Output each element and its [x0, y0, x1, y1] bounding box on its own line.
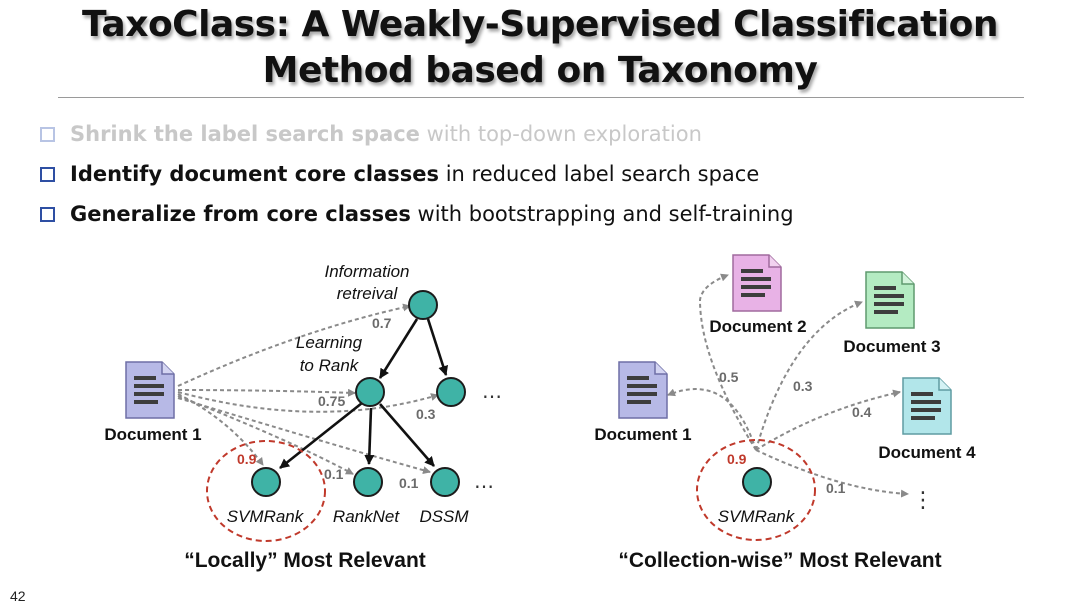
label-document-2: Document 2: [709, 317, 806, 336]
arrow-to-document-3: [755, 300, 863, 451]
label-document-1-right: Document 1: [594, 425, 691, 444]
arrow-to-sibling: [177, 391, 439, 413]
label-information: Information: [324, 262, 409, 281]
score-document-2: 0.5: [719, 369, 739, 385]
title-divider: [58, 97, 1024, 98]
right-caption: “Collection-wise” Most Relevant: [618, 549, 941, 572]
arrow-to-document-2: [698, 273, 757, 451]
score-ranknet: 0.1: [324, 466, 344, 482]
score-center: 0.9: [727, 451, 747, 467]
node-ranknet: [353, 467, 383, 497]
bullet-list: Shrink the label search space with top-d…: [40, 114, 794, 234]
svmrank-highlight-circle: [206, 440, 326, 542]
arrow-to-document-1: [667, 388, 757, 451]
score-more-documents: 0.1: [826, 480, 846, 496]
slide-title: TaxoClass: A Weakly-Supervised Classific…: [0, 2, 1080, 94]
bullet-bold-text: Generalize from core classes: [70, 202, 411, 226]
ellipsis-level-1: …: [482, 379, 502, 403]
title-line-1: TaxoClass: A Weakly-Supervised Classific…: [82, 4, 998, 45]
checkbox-bullet-icon: [40, 206, 55, 222]
left-caption: “Locally” Most Relevant: [184, 549, 426, 572]
label-document-3: Document 3: [843, 337, 940, 356]
node-learning-to-rank: [355, 377, 385, 407]
node-svmrank: [251, 467, 281, 497]
arrow-to-ranknet: [177, 395, 354, 475]
vertical-ellipsis: ⋮: [912, 488, 934, 513]
document-1-icon: [125, 361, 175, 419]
left-diagram: Information retreival Learning to Rank S…: [104, 262, 502, 572]
score-info-retrieval: 0.7: [372, 315, 392, 331]
arrow-to-info-retrieval: [177, 303, 411, 387]
bullet-item-shrink: Shrink the label search space with top-d…: [40, 114, 794, 154]
arrow-to-dssm: [177, 397, 431, 475]
bullet-bold-text: Identify document core classes: [70, 162, 440, 186]
label-to-rank: to Rank: [300, 356, 360, 375]
score-learning-to-rank: 0.75: [318, 393, 345, 409]
bullet-item-generalize: Generalize from core classes with bootst…: [40, 194, 794, 234]
node-sibling: [436, 377, 466, 407]
score-dssm: 0.1: [399, 475, 419, 491]
label-document-4: Document 4: [878, 443, 976, 462]
node-dssm: [430, 467, 460, 497]
node-svmrank-right: [742, 467, 772, 497]
label-document-1-left: Document 1: [104, 425, 201, 444]
score-document-3: 0.3: [793, 378, 813, 394]
right-diagram: Document 1 Document 2 Document 3 Documen…: [594, 254, 976, 572]
taxonomy-edges: [279, 318, 449, 470]
ellipsis-level-2: …: [474, 469, 494, 493]
label-learning: Learning: [296, 333, 363, 352]
node-info-retrieval: [408, 290, 438, 320]
label-retreival: retreival: [337, 284, 399, 303]
checkbox-bullet-icon: [40, 126, 55, 142]
document-4-icon: [902, 377, 952, 435]
arrow-to-document-4: [755, 389, 901, 451]
score-document-4: 0.4: [852, 404, 872, 420]
arrow-to-svmrank: [177, 393, 264, 466]
label-ranknet: RankNet: [333, 507, 400, 526]
svmrank-highlight-circle-right: [696, 439, 816, 541]
arrow-to-more-documents: [755, 449, 909, 498]
checkbox-bullet-icon: [40, 166, 55, 182]
bullet-text: in reduced label search space: [439, 162, 760, 186]
label-dssm: DSSM: [419, 507, 469, 526]
document-1-icon-right: [618, 361, 668, 419]
bullet-text: with top-down exploration: [419, 122, 702, 146]
document-2-icon: [732, 254, 782, 312]
label-svmrank: SVMRank: [227, 507, 305, 526]
title-line-2: Method based on Taxonomy: [262, 50, 818, 91]
arrow-to-learning-to-rank: [177, 388, 356, 397]
left-relevance-arrows: [177, 303, 439, 475]
bullet-bold-text: Shrink the label search space: [70, 122, 420, 146]
label-svmrank-right: SVMRank: [718, 507, 796, 526]
score-svmrank: 0.9: [237, 451, 257, 467]
taxonomy-nodes: [251, 290, 466, 497]
bullet-text: with bootstrapping and self-training: [410, 202, 794, 226]
bullet-item-identify: Identify document core classes in reduce…: [40, 154, 794, 194]
score-sibling: 0.3: [416, 406, 436, 422]
page-number: 42: [10, 588, 26, 604]
document-3-icon: [865, 271, 915, 329]
